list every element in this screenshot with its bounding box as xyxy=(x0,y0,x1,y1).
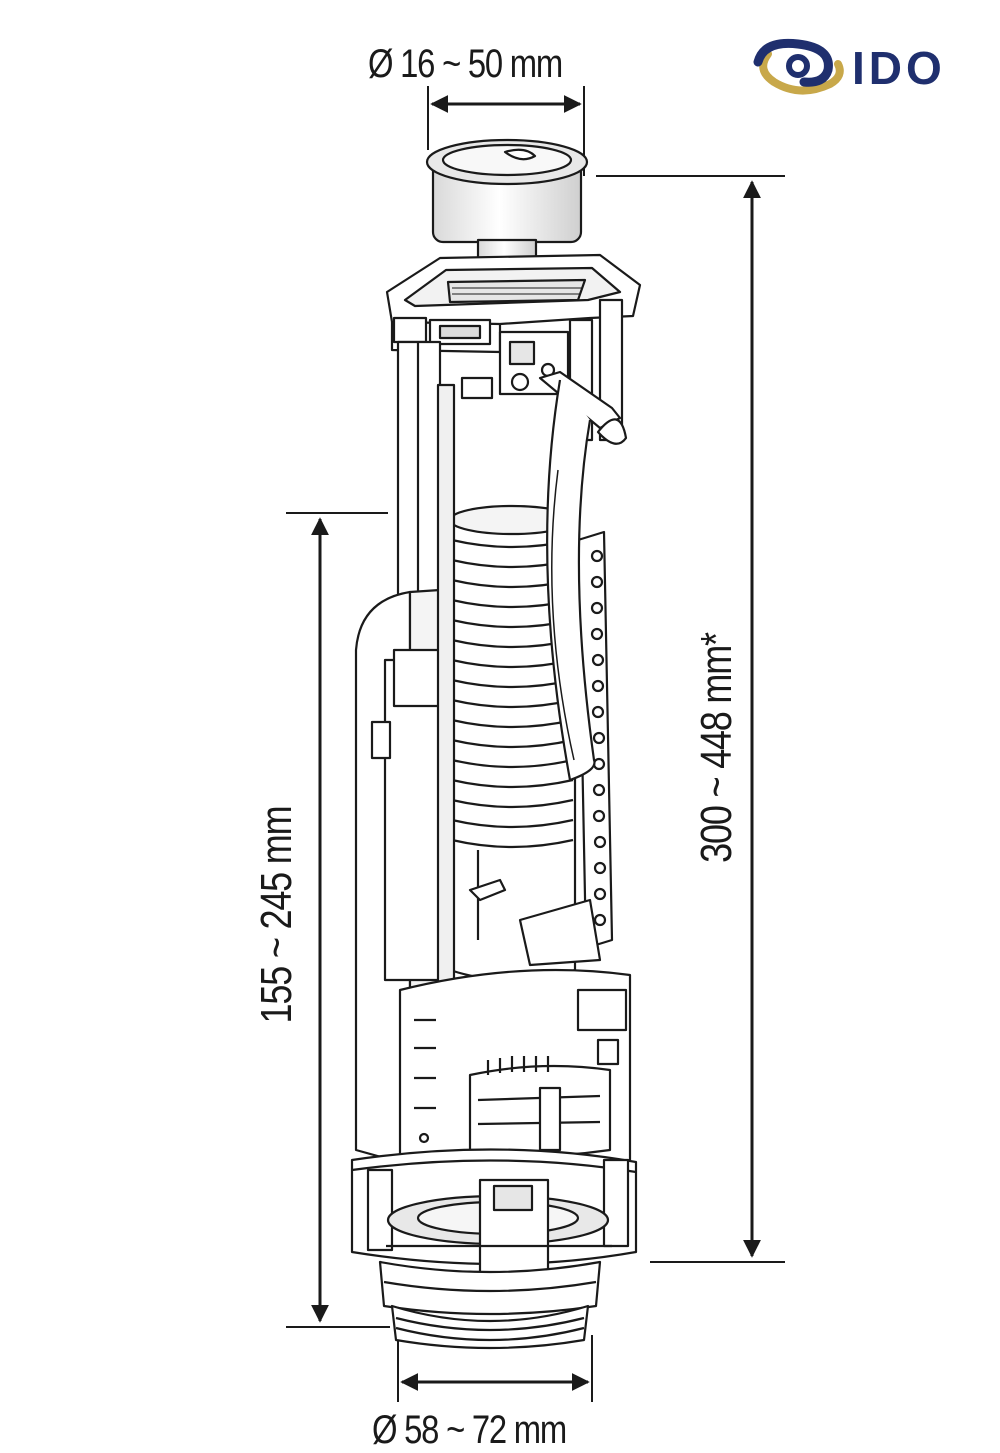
outlet-nozzle xyxy=(378,1260,602,1350)
overall-height-label: 300 ~ 448 mm* xyxy=(692,633,741,863)
outlet-diameter-label: Ø 58 ~ 72 mm xyxy=(372,1408,567,1452)
flush-valve-body xyxy=(350,138,642,1350)
dimension-lines xyxy=(286,86,785,1402)
ido-logo-icon xyxy=(753,38,844,95)
button-diameter-label: Ø 16 ~ 50 mm xyxy=(368,42,563,86)
lower-chamber xyxy=(398,898,632,1172)
brand-name: IDO xyxy=(852,42,946,94)
top-frame xyxy=(385,253,642,354)
body-height-label: 155 ~ 245 mm xyxy=(252,806,301,1024)
height-adjust-rack xyxy=(546,379,614,950)
base-cage xyxy=(350,1148,638,1282)
